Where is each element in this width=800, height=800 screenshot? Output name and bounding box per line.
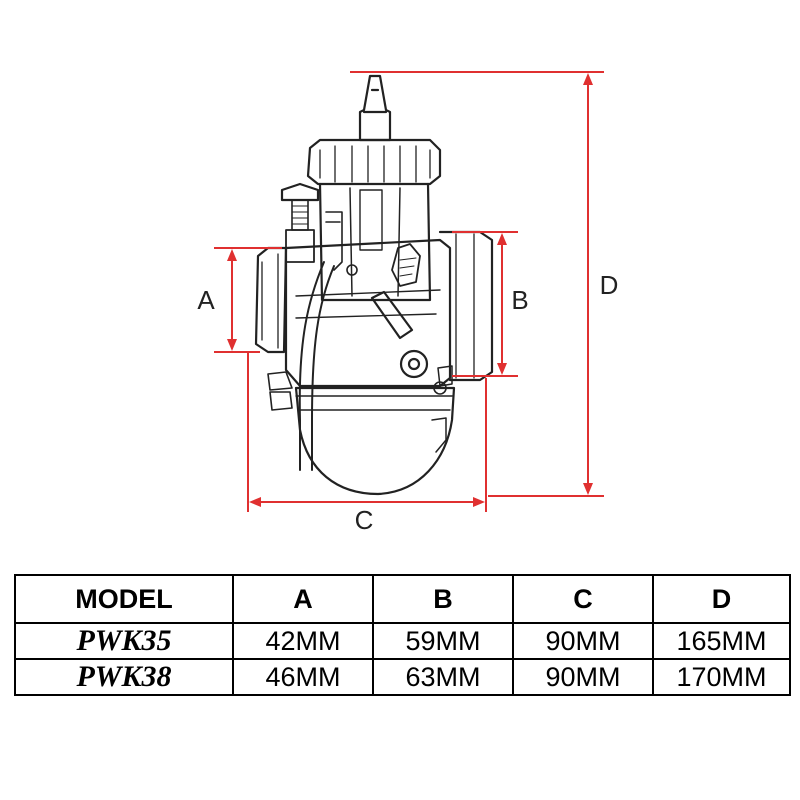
header-c: C: [512, 574, 654, 624]
table-row: PWK38 46MM 63MM 90MM 170MM: [14, 658, 791, 696]
top-cap: [306, 138, 442, 186]
dimension-lines: [214, 71, 604, 512]
table-row: PWK35 42MM 59MM 90MM 165MM: [14, 622, 791, 660]
vent-hose: [298, 261, 335, 471]
main-body: [284, 238, 452, 388]
dimension-label-b: B: [511, 285, 528, 315]
outlet-flange: [438, 230, 494, 382]
cell-b: 63MM: [372, 658, 514, 696]
cell-a: 42MM: [232, 622, 374, 660]
cell-d: 165MM: [652, 622, 791, 660]
idle-screw-knob: [280, 182, 320, 202]
cable-adjuster: [358, 74, 392, 142]
cell-d: 170MM: [652, 658, 791, 696]
cell-model: PWK35: [14, 622, 234, 660]
header-model: MODEL: [14, 574, 234, 624]
carburetor-dimension-diagram: A B C D: [197, 71, 619, 535]
float-bowl: [294, 386, 456, 496]
dimension-label-c: C: [355, 505, 374, 535]
dimension-label-d: D: [600, 270, 619, 300]
carburetor-drawing: [254, 74, 494, 496]
intake-flange: [254, 246, 288, 354]
dimension-spec-table: MODEL A B C D PWK35 42MM 59MM 90MM 165MM…: [14, 574, 791, 696]
header-a: A: [232, 574, 374, 624]
cell-a: 46MM: [232, 658, 374, 696]
cell-c: 90MM: [512, 622, 654, 660]
header-b: B: [372, 574, 514, 624]
cell-c: 90MM: [512, 658, 654, 696]
header-d: D: [652, 574, 791, 624]
dimension-label-a: A: [197, 285, 215, 315]
cell-model: PWK38: [14, 658, 234, 696]
choke-lever: [370, 290, 414, 340]
table-header-row: MODEL A B C D: [14, 574, 791, 624]
cell-b: 59MM: [372, 622, 514, 660]
slide-body: [318, 182, 432, 302]
